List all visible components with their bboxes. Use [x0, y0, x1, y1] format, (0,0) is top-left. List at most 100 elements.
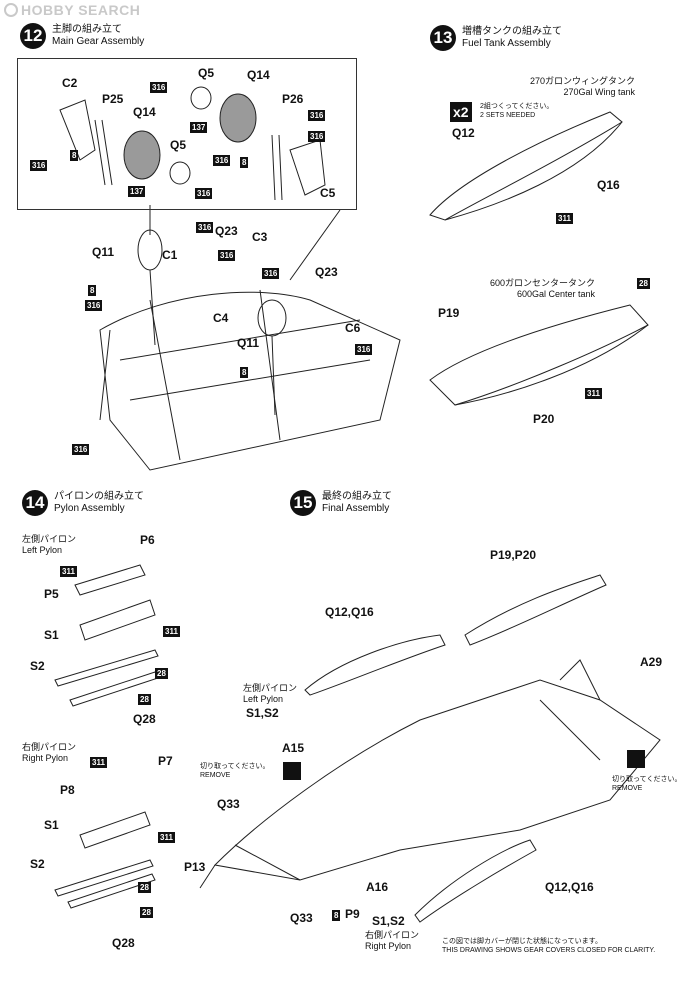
part-label: A29	[640, 655, 663, 669]
wheel-q14-right	[219, 93, 257, 143]
step-title-jp: 主脚の組み立て	[52, 24, 122, 35]
paint-code: 311	[585, 388, 602, 399]
part-label: Q33	[217, 797, 240, 811]
part-label: C2	[62, 76, 78, 90]
gear-wheel-c1	[137, 229, 163, 271]
paint-code: 311	[60, 566, 77, 577]
gear-cover-note: この図では脚カバーが閉じた状態になっています。THIS DRAWING SHOW…	[442, 938, 656, 954]
paint-code: 311	[556, 213, 573, 224]
cut-icon	[283, 762, 301, 780]
paint-code: 311	[90, 757, 107, 768]
step-title-en: Fuel Tank Assembly	[462, 38, 551, 49]
part-label: P6	[140, 533, 155, 547]
step-number: 13	[430, 25, 456, 51]
remove-note-left: 切り取ってください。REMOVE	[200, 763, 270, 779]
part-label: C5	[320, 186, 336, 200]
step-title-jp: 最終の組み立て	[322, 491, 392, 502]
rail-s2-right	[54, 859, 154, 897]
part-label: A15	[282, 741, 305, 755]
part-label: Q12,Q16	[325, 605, 374, 619]
detail-leader	[289, 209, 341, 281]
part-label: Q12,Q16	[545, 880, 594, 894]
part-label: Q28	[133, 712, 156, 726]
part-label: Q14	[133, 105, 156, 119]
tank-p19p20	[464, 574, 607, 646]
paint-code: 316	[355, 344, 373, 355]
paint-code: 28	[637, 278, 650, 289]
part-label: S1,S2	[246, 706, 279, 720]
pylon-s1-right	[79, 811, 151, 849]
part-label: S1,S2	[372, 914, 405, 928]
hub-q5-left	[169, 161, 191, 185]
part-label: S2	[30, 857, 45, 871]
part-label: Q5	[170, 138, 187, 152]
paint-code: 316	[218, 250, 236, 261]
paint-code: 316	[196, 222, 214, 233]
paint-code: 28	[138, 694, 151, 705]
part-label: S1	[44, 628, 59, 642]
center-tank-p20	[454, 324, 649, 406]
part-label: Q16	[597, 178, 620, 192]
tank-q12q16-upper	[304, 634, 446, 696]
part-label: P20	[533, 412, 555, 426]
step-number: 12	[20, 23, 46, 49]
part-label: Q23	[315, 265, 338, 279]
paint-code: 316	[150, 82, 168, 93]
paint-code: 311	[158, 832, 175, 843]
part-label: S2	[30, 659, 45, 673]
part-label: Q11	[92, 245, 115, 259]
paint-code: 316	[308, 131, 326, 142]
paint-code: 137	[190, 122, 208, 133]
part-label: Q28	[112, 936, 135, 950]
tank-q12q16-lower	[414, 839, 537, 923]
part-label: S1	[44, 818, 59, 832]
part-label: C6	[345, 321, 361, 335]
door-c2	[59, 99, 96, 161]
strut-p26	[271, 134, 283, 201]
wing-tank-q16	[444, 121, 623, 221]
hobby-search-logo-icon	[4, 3, 18, 17]
pylon-top-left	[74, 564, 146, 596]
step-title-en: Final Assembly	[322, 503, 390, 514]
cut-icon	[627, 750, 645, 768]
part-label: P26	[282, 92, 304, 106]
sets-note: 2組つくってください。2 SETS NEEDED	[480, 103, 554, 119]
part-label: Q23	[215, 224, 238, 238]
paint-code: 316	[262, 268, 280, 279]
gear-struts	[149, 269, 276, 416]
quantity-badge: x2	[450, 102, 472, 122]
paint-code: 8	[70, 150, 79, 161]
paint-code: 8	[240, 157, 249, 168]
wheel-q14-left	[123, 130, 161, 180]
paint-code: 28	[138, 882, 151, 893]
paint-code: 8	[332, 910, 341, 921]
gear-wheel-c4	[257, 299, 287, 337]
paint-code: 316	[308, 110, 326, 121]
main-gear-detail-frame	[17, 58, 357, 210]
step-title-jp: 増槽タンクの組み立て	[462, 26, 562, 37]
part-label: Q14	[247, 68, 270, 82]
part-label: P19,P20	[490, 548, 537, 562]
part-label: P5	[44, 587, 59, 601]
part-label: P25	[102, 92, 124, 106]
paint-code: 316	[195, 188, 213, 199]
door-c5	[289, 139, 326, 196]
pylon-s1-left	[79, 599, 156, 641]
step-title-en: Main Gear Assembly	[52, 36, 145, 47]
rail-s2b-right	[67, 873, 156, 909]
step-number: 15	[290, 490, 316, 516]
panel-lines	[99, 289, 371, 461]
paint-code: 28	[155, 668, 168, 679]
part-label: P19	[438, 306, 460, 320]
